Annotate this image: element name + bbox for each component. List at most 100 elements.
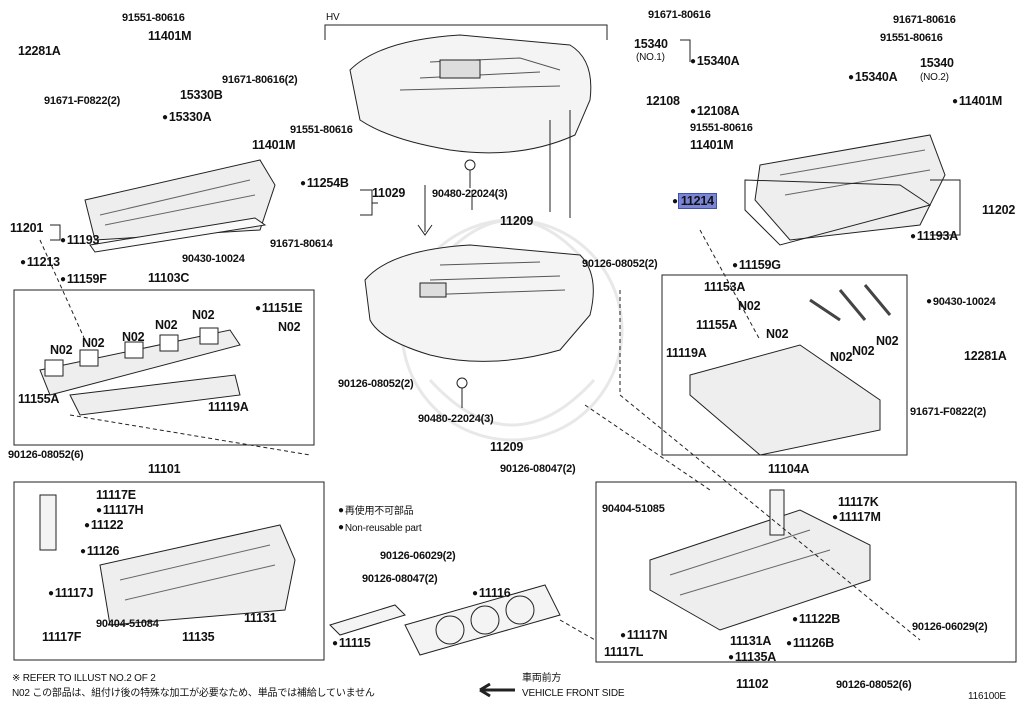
- part-15340-no2[interactable]: 15340: [920, 56, 954, 70]
- part-90480-22024-b[interactable]: 90480-22024(3): [418, 413, 494, 425]
- part-91671-f0822-right[interactable]: 91671-F0822(2): [910, 406, 987, 418]
- part-11029[interactable]: 11029: [372, 186, 406, 200]
- part-11122[interactable]: 11122: [84, 518, 124, 534]
- part-11122b[interactable]: 11122B: [792, 612, 840, 628]
- part-12281a-right[interactable]: 12281A: [964, 349, 1007, 363]
- part-90126-08047-2-b[interactable]: 90126-08047(2): [500, 463, 576, 475]
- part-90404-51084[interactable]: 90404-51084: [96, 618, 159, 630]
- part-90126-08052-2-b[interactable]: 90126-08052(2): [582, 258, 658, 270]
- part-11135[interactable]: 11135: [182, 630, 215, 644]
- part-11126[interactable]: 11126: [80, 544, 120, 560]
- legend-reuse-en: Non-reusable part: [338, 522, 422, 536]
- hv-bracket: [324, 24, 608, 40]
- part-91551-80616-r[interactable]: 91551-80616: [880, 32, 943, 44]
- part-90126-08052-2-a[interactable]: 90126-08052(2): [338, 378, 414, 390]
- part-11117m[interactable]: 11117M: [832, 510, 881, 526]
- part-15340-no1[interactable]: 15340: [634, 37, 668, 51]
- cylinder-head-right: [649, 509, 871, 631]
- part-91671-f0822-left[interactable]: 91671-F0822(2): [44, 95, 121, 107]
- n02-label-r5: N02: [876, 334, 899, 348]
- part-11151e[interactable]: 11151E: [255, 301, 303, 317]
- part-11254b[interactable]: 11254B: [300, 176, 349, 192]
- part-11401m-b[interactable]: 11401M: [252, 138, 296, 152]
- part-11103c[interactable]: 11103C: [148, 271, 190, 285]
- part-91671-80616-r2[interactable]: 91671-80616: [893, 14, 956, 26]
- part-11213[interactable]: 11213: [20, 255, 60, 271]
- part-11193a[interactable]: 11193A: [910, 229, 958, 245]
- part-12108a[interactable]: 12108A: [690, 104, 740, 120]
- part-90126-08047-2-a[interactable]: 90126-08047(2): [362, 573, 438, 585]
- part-90430-10024-b[interactable]: 90430-10024: [926, 295, 996, 310]
- part-15330b[interactable]: 15330B: [180, 88, 223, 102]
- part-11401m-c[interactable]: 11401M: [952, 94, 1002, 110]
- part-11201[interactable]: 11201: [10, 221, 44, 235]
- part-11193[interactable]: 11193: [60, 233, 100, 249]
- part-11117h[interactable]: 11117H: [96, 503, 144, 519]
- part-11153a[interactable]: 11153A: [704, 280, 746, 294]
- part-15340a-b[interactable]: 15340A: [848, 70, 898, 86]
- part-90480-22024-a[interactable]: 90480-22024(3): [432, 188, 508, 200]
- legend-reuse-jp: 再使用不可部品: [338, 505, 414, 519]
- part-11115[interactable]: 11115: [332, 636, 371, 652]
- part-11401m-d[interactable]: 11401M: [690, 138, 734, 152]
- engine-cover-lower: [364, 244, 594, 362]
- part-11135a[interactable]: 11135A: [728, 650, 776, 666]
- sub-box-11104a: [661, 274, 908, 456]
- part-11159f[interactable]: 11159F: [60, 272, 107, 288]
- part-12108[interactable]: 12108: [646, 94, 680, 108]
- part-11131[interactable]: 11131: [244, 611, 277, 625]
- part-11209-a[interactable]: 11209: [500, 214, 534, 228]
- part-11214[interactable]: 11214: [672, 193, 717, 210]
- part-11119a-left[interactable]: 11119A: [208, 400, 249, 414]
- front-side-en: VEHICLE FRONT SIDE: [522, 688, 625, 699]
- part-90430-10024-a[interactable]: 90430-10024: [182, 253, 245, 265]
- part-11209-b[interactable]: 11209: [490, 440, 524, 454]
- part-11117e[interactable]: 11117E: [96, 488, 136, 502]
- part-11116[interactable]: 11116: [472, 586, 511, 602]
- part-11159g[interactable]: 11159G: [732, 258, 781, 274]
- part-11117l[interactable]: 11117L: [604, 645, 644, 659]
- n02-label-r4: N02: [852, 344, 875, 358]
- part-11117j[interactable]: 11117J: [48, 586, 94, 602]
- part-11401m-a[interactable]: 11401M: [148, 29, 192, 43]
- part-91551-80616-c[interactable]: 91551-80616: [690, 122, 753, 134]
- n02-label-4: N02: [155, 318, 178, 332]
- label-no2: (NO.2): [920, 72, 949, 83]
- front-arrow: [479, 682, 515, 698]
- part-11155a-left[interactable]: 11155A: [18, 392, 60, 406]
- part-91551-80616-b[interactable]: 91551-80616: [290, 124, 353, 136]
- n02-label-r3: N02: [830, 350, 853, 364]
- part-11117f[interactable]: 11117F: [42, 630, 82, 644]
- engine-cover-upper: [349, 34, 592, 154]
- part-90126-06029-2-a[interactable]: 90126-06029(2): [380, 550, 456, 562]
- part-11102[interactable]: 11102: [736, 677, 769, 691]
- part-11101[interactable]: 11101: [148, 462, 181, 476]
- part-11104a[interactable]: 11104A: [768, 462, 810, 476]
- part-11214-highlight[interactable]: 11214: [677, 193, 717, 209]
- part-91671-80616-r1[interactable]: 91671-80616: [648, 9, 711, 21]
- footnote-n02: N02 この部品は、組付け後の特殊な加工が必要なため、単品では補給していません: [12, 688, 375, 699]
- part-11202[interactable]: 11202: [982, 203, 1016, 217]
- cam-housing-right: [689, 344, 881, 456]
- part-11119a-right[interactable]: 11119A: [666, 346, 707, 360]
- part-11155a-right[interactable]: 11155A: [696, 318, 738, 332]
- sub-box-11102: [595, 481, 1017, 663]
- part-15340a-a[interactable]: 15340A: [690, 54, 740, 70]
- n02-label-3: N02: [122, 330, 145, 344]
- part-11117k[interactable]: 11117K: [838, 495, 879, 509]
- part-12281a-left[interactable]: 12281A: [18, 44, 61, 58]
- part-90126-08052-6-right[interactable]: 90126-08052(6): [836, 679, 912, 691]
- part-11131a[interactable]: 11131A: [730, 634, 772, 648]
- part-11126b[interactable]: 11126B: [786, 636, 834, 652]
- part-90404-51085[interactable]: 90404-51085: [602, 503, 665, 515]
- part-90126-08052-6-left[interactable]: 90126-08052(6): [8, 449, 84, 461]
- part-90126-06029-2-b[interactable]: 90126-06029(2): [912, 621, 988, 633]
- sub-box-11101: [13, 481, 325, 661]
- part-15330a[interactable]: 15330A: [162, 110, 212, 126]
- part-91551-80616-a[interactable]: 91551-80616: [122, 12, 185, 24]
- part-91671-80614[interactable]: 91671-80614: [270, 238, 333, 250]
- part-91671-80616-2[interactable]: 91671-80616(2): [222, 74, 298, 86]
- part-11117n[interactable]: 11117N: [620, 628, 668, 644]
